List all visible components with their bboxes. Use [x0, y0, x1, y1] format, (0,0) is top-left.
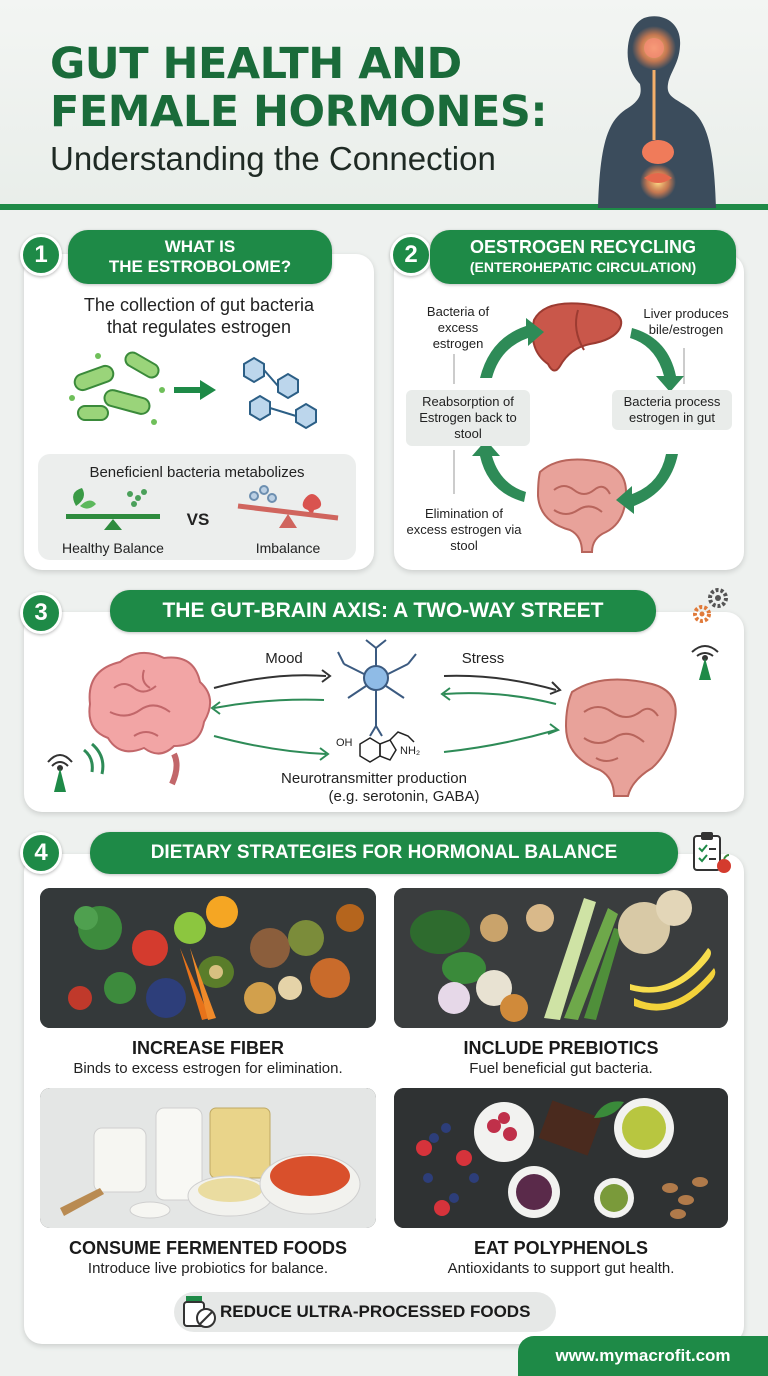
gut-brain-diagram: OH NH₂ [88, 639, 677, 797]
reduce-processed-pill: REDUCE ULTRA-PROCESSED FOODS [174, 1292, 556, 1332]
polyphenols-subtitle: Antioxidants to support gut health. [447, 1260, 675, 1277]
neuron-icon [337, 639, 417, 737]
page-subtitle: Understanding the Connection [50, 140, 496, 177]
molecule-oh-label: OH [336, 737, 353, 749]
fiber-subtitle: Binds to excess estrogen for elimination… [73, 1060, 343, 1077]
section-1-title-line2: THE ESTROBOLOME? [108, 257, 292, 276]
clipboard-icon [693, 832, 731, 873]
imbalance-label: Imbalance [255, 540, 321, 556]
brain-icon [88, 651, 211, 786]
jar-icon [183, 1296, 216, 1328]
molecule-nh2-label: NH₂ [400, 745, 420, 757]
prebiotic-foods-image [394, 888, 728, 1028]
intestine-icon [564, 678, 677, 797]
label-reabsorption: Reabsorption of Estrogen back to stool [406, 390, 530, 446]
stress-label: Stress [461, 650, 505, 667]
fiber-title: INCREASE FIBER [131, 1038, 284, 1058]
section-3-title: THE GUT-BRAIN AXIS: A TWO-WAY STREET [110, 590, 656, 632]
label-bacteria-excess: Bacteria of excess estrogen [426, 304, 490, 351]
polyphenol-foods-image [394, 1088, 728, 1228]
reduce-processed-label: REDUCE ULTRA-PROCESSED FOODS [220, 1302, 531, 1321]
website-footer[interactable]: www.mymacrofit.com [518, 1336, 768, 1376]
imbalance-icon [237, 485, 339, 528]
section-1-title: WHAT IS THE ESTROBOLOME? [68, 230, 332, 284]
section-estrobolome: The collection of gut bacteria that regu… [24, 254, 374, 570]
intestine-icon [536, 458, 628, 553]
estrobolome-balance-box: Beneficienl bacteria metabolizes Healthy… [38, 454, 356, 560]
prebiotics-title: INCLUDE PREBIOTICS [463, 1038, 659, 1058]
polyphenols-title: EAT POLYPHENOLS [473, 1238, 649, 1258]
bacteria-icon [69, 351, 317, 430]
signal-icon [691, 645, 719, 680]
section-gut-brain-axis: OH NH₂ Mood Stress Neurotransmitter prod… [24, 612, 744, 812]
healthy-balance-label: Healthy Balance [62, 540, 164, 556]
neurotransmitter-label: Neurotransmitter production (e.g. seroto… [224, 770, 524, 806]
neurotransmitter-label-line1: Neurotransmitter production [281, 770, 467, 787]
neurotransmitter-molecule-icon [359, 731, 415, 763]
section-4-title: DIETARY STRATEGIES FOR HORMONAL BALANCE [90, 832, 678, 874]
fermented-title: CONSUME FERMENTED FOODS [68, 1238, 347, 1258]
estrobolome-description-line2: that regulates estrogen [106, 317, 292, 337]
page-title: GUT HEALTH AND FEMALE HORMONES: [50, 39, 548, 137]
mood-label: Mood [265, 650, 303, 667]
section-dietary-strategies: INCREASE FIBER Binds to excess estrogen … [24, 854, 744, 1344]
liver-icon [531, 302, 623, 372]
vs-label: VS [186, 510, 210, 529]
healthy-balance-icon [66, 488, 160, 530]
section-1-title-line1: WHAT IS [164, 237, 236, 256]
fermented-foods-image [40, 1088, 376, 1228]
section-1-number: 1 [20, 234, 62, 276]
section-2-number: 2 [390, 234, 432, 276]
estrobolome-description-line1: The collection of gut bacteria [83, 295, 315, 315]
prebiotics-subtitle: Fuel beneficial gut bacteria. [469, 1060, 653, 1077]
section-3-number: 3 [20, 592, 62, 634]
label-elimination: Elimination of excess estrogen via stool [406, 506, 522, 553]
section-2-title: OESTROGEN RECYCLING (ENTEROHEPATIC CIRCU… [430, 230, 736, 284]
label-liver: Liver produces bile/estrogen [643, 306, 729, 337]
female-silhouette-icon [598, 16, 716, 208]
neurotransmitter-label-line2: (e.g. serotonin, GABA) [328, 788, 480, 805]
balance-box-title: Beneficienl bacteria metabolizes [89, 464, 305, 481]
section-2-title-line2: (ENTEROHEPATIC CIRCULATION) [469, 259, 697, 275]
fiber-foods-image [40, 888, 376, 1028]
fermented-subtitle: Introduce live probiotics for balance. [87, 1260, 329, 1277]
gear-icon [693, 588, 728, 623]
section-estrogen-recycling: Bacteria of excess estrogen Liver produc… [394, 254, 744, 570]
label-process: Bacteria process estrogen in gut [612, 390, 732, 430]
section-2-title-line1: OESTROGEN RECYCLING [469, 237, 697, 257]
header: GUT HEALTH AND FEMALE HORMONES: Understa… [0, 0, 768, 210]
recycling-diagram [453, 302, 685, 553]
signal-icon [47, 742, 105, 792]
estrogen-molecule-icon [243, 356, 317, 430]
section-4-number: 4 [20, 832, 62, 874]
